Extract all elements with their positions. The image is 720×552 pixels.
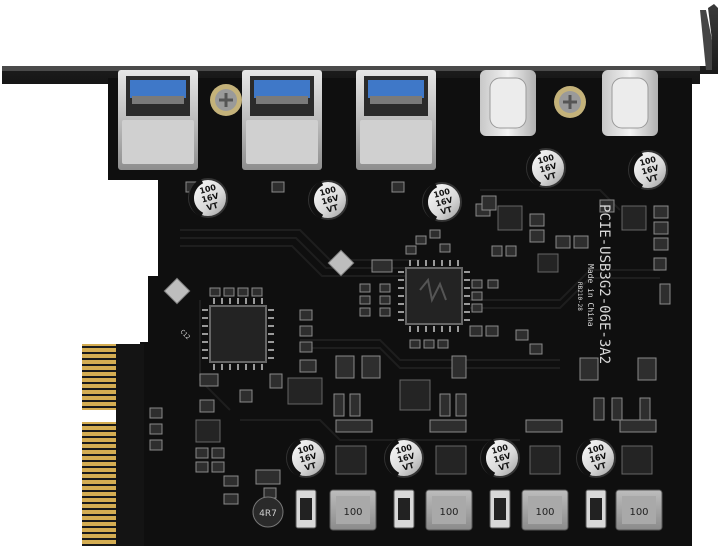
capacitor-label-1: 100 xyxy=(297,443,316,456)
capacitor: 100 16V VT xyxy=(628,150,668,190)
crystal xyxy=(163,249,355,305)
screw xyxy=(554,86,586,118)
inductor: 100 xyxy=(615,489,663,531)
capacitor: 100 16V VT xyxy=(188,178,228,218)
inductor-label: 100 xyxy=(535,507,554,518)
capacitor-label-3: VT xyxy=(304,461,318,473)
capacitor-label-1: 100 xyxy=(319,185,338,198)
usb-a-port xyxy=(356,70,436,170)
capacitor: 100 16V VT xyxy=(422,182,462,222)
capacitor-label-3: VT xyxy=(402,461,416,473)
inductor: 100 xyxy=(329,489,377,531)
capacitor-label-1: 100 xyxy=(639,155,658,168)
controller-chip xyxy=(398,260,470,332)
capacitor: 100 16V VT xyxy=(480,438,520,478)
capacitor-label-1: 100 xyxy=(491,443,510,456)
silkscreen-model: PCIE-USB3G2-06E-3A2 xyxy=(596,204,612,364)
controller-chip xyxy=(202,298,274,370)
capacitor-label-3: VT xyxy=(544,171,558,183)
capacitor-label-1: 100 xyxy=(587,443,606,456)
screw xyxy=(210,84,242,116)
small-inductor: 4R7 xyxy=(252,496,284,528)
capacitor-label-3: VT xyxy=(646,173,660,185)
capacitor: 100 16V VT xyxy=(384,438,424,478)
capacitor: 100 16V VT xyxy=(576,438,616,478)
capacitor-label-3: VT xyxy=(594,461,608,473)
capacitor: 100 16V VT xyxy=(308,180,348,220)
capacitor-label-3: VT xyxy=(326,203,340,215)
usb-c-port xyxy=(602,70,658,136)
capacitor: 100 16V VT xyxy=(526,148,566,188)
smd-components xyxy=(149,181,671,505)
capacitor-label-1: 100 xyxy=(433,187,452,200)
capacitor: 100 16V VT xyxy=(286,438,326,478)
capacitor-label-1: 100 xyxy=(537,153,556,166)
usb-a-port xyxy=(242,70,322,170)
inductor: 100 xyxy=(425,489,473,531)
capacitor-label-1: 100 xyxy=(199,183,218,196)
inductor: 100 xyxy=(521,489,569,531)
small-ic xyxy=(195,205,653,475)
silkscreen-code: RB210-28 xyxy=(576,282,583,311)
inductor-label: 100 xyxy=(629,507,648,518)
capacitor-label-3: VT xyxy=(498,461,512,473)
small-inductor-label: 4R7 xyxy=(259,509,277,519)
diode-body xyxy=(300,498,602,520)
inductor-label: 100 xyxy=(439,507,458,518)
capacitor-label-3: VT xyxy=(206,201,220,213)
pcie-gold-fingers xyxy=(82,344,144,546)
usb-c-port xyxy=(480,70,536,136)
silkscreen-made-in: Made in China xyxy=(586,264,595,327)
capacitor-label-1: 100 xyxy=(395,443,414,456)
inductor-label: 100 xyxy=(343,507,362,518)
capacitor-label-3: VT xyxy=(440,205,454,217)
usb-a-port xyxy=(118,70,198,170)
